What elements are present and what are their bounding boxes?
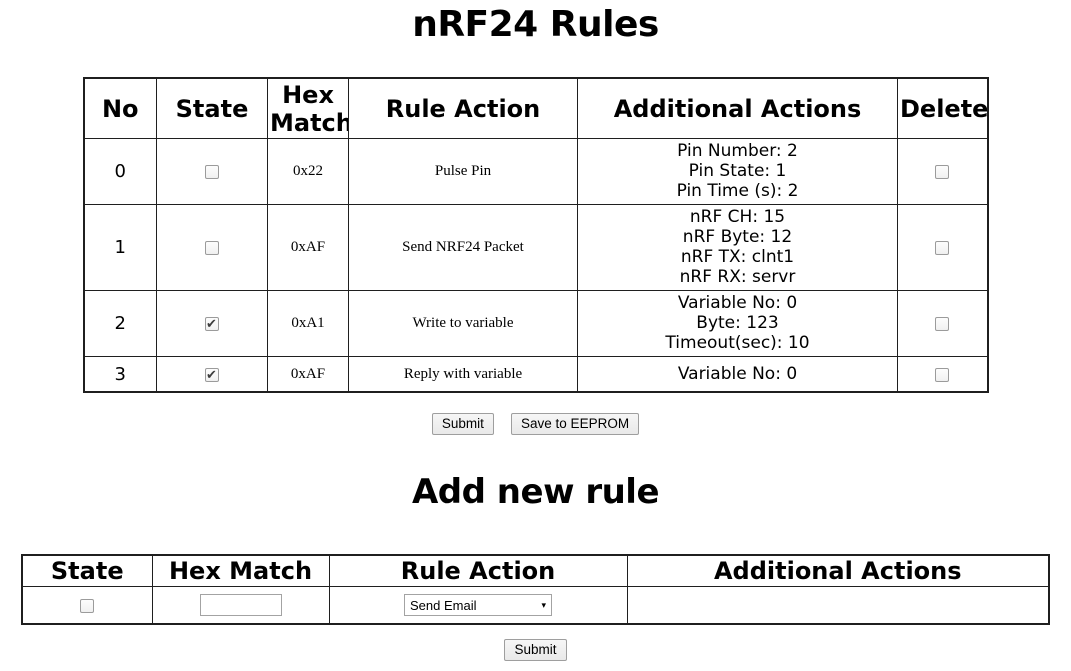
state-checkbox[interactable]: [205, 241, 219, 256]
additional-action-line: Pin Number: 2: [677, 140, 798, 161]
add-rule-table: State Hex Match Rule Action Additional A…: [21, 554, 1050, 625]
additional-action-line: Pin State: 1: [688, 160, 787, 181]
rule-no: 0: [83, 137, 157, 205]
state-checkbox[interactable]: [205, 316, 219, 332]
rule-no: 3: [83, 355, 157, 393]
add-hex-cell: [151, 586, 330, 625]
add-header-state: State: [21, 554, 153, 588]
delete-cell: [897, 137, 988, 205]
add-rule-row: Send Email ▾: [21, 586, 1050, 625]
hex-match-input[interactable]: [199, 594, 282, 617]
state-cell: [156, 137, 268, 205]
state-cell: [156, 289, 268, 357]
additional-action-line: nRF RX: servr: [679, 266, 796, 287]
add-rule-title: Add new rule: [411, 472, 660, 513]
delete-checkbox[interactable]: [935, 241, 950, 256]
rule-row: 3 0xAF Reply with variable Variable No: …: [83, 355, 988, 393]
delete-checkbox[interactable]: [935, 368, 950, 383]
additional-action-line: nRF CH: 15: [689, 206, 786, 227]
rule-action: Send NRF24 Packet: [348, 203, 578, 291]
delete-cell: [897, 289, 988, 357]
delete-cell: [897, 355, 988, 393]
rules-header-additional-actions: Additional Actions: [577, 77, 898, 139]
additional-actions: Variable No: 0: [577, 355, 898, 393]
add-header-hex-match: Hex Match: [151, 554, 330, 588]
state-checkbox[interactable]: [205, 165, 219, 180]
add-action-cell: Send Email ▾: [328, 586, 628, 625]
hex-match: 0xAF: [267, 203, 349, 291]
add-submit-button[interactable]: Submit: [504, 638, 567, 661]
additional-action-line: Byte: 123: [696, 312, 779, 333]
add-state-checkbox[interactable]: [80, 599, 95, 614]
rule-no: 1: [83, 203, 157, 291]
rule-action: Write to variable: [348, 289, 578, 357]
rule-action: Pulse Pin: [348, 137, 578, 205]
additional-action-line: Pin Time (s): 2: [676, 180, 799, 201]
rules-header-state: State: [156, 77, 268, 139]
add-rule-actions: Submit: [0, 638, 1071, 671]
hex-match: 0xAF: [267, 355, 349, 393]
rules-header-delete: Delete: [897, 77, 988, 139]
submit-button[interactable]: Submit: [431, 413, 494, 436]
additional-action-line: nRF TX: clnt1: [680, 246, 795, 267]
additional-action-line: nRF Byte: 12: [682, 226, 793, 247]
chevron-down-icon: ▾: [541, 599, 546, 610]
additional-action-line: Variable No: 0: [677, 292, 798, 313]
delete-checkbox[interactable]: [935, 165, 950, 180]
additional-action-line: Timeout(sec): 10: [665, 332, 810, 353]
rule-action: Reply with variable: [348, 355, 578, 393]
state-cell: [156, 355, 268, 393]
add-header-additional-actions: Additional Actions: [626, 554, 1050, 588]
rule-action-selected-label: Send Email: [410, 597, 477, 613]
rules-actions: Submit Save to EEPROM: [0, 413, 1071, 436]
rule-action-select[interactable]: Send Email ▾: [404, 594, 552, 617]
rules-table: No State Hex Match Rule Action Additiona…: [82, 77, 989, 394]
save-eeprom-button[interactable]: Save to EEPROM: [511, 413, 640, 436]
hex-match: 0x22: [267, 137, 349, 205]
rules-header-hex-match: Hex Match: [267, 77, 349, 139]
page-title: nRF24 Rules: [412, 4, 659, 45]
state-checkbox[interactable]: [205, 367, 219, 383]
additional-action-line: Variable No: 0: [677, 363, 798, 384]
delete-checkbox[interactable]: [935, 317, 950, 332]
add-additional-cell: [626, 586, 1050, 625]
rule-no: 2: [83, 289, 157, 357]
rules-header-no: No: [83, 77, 157, 139]
add-state-cell: [21, 586, 153, 625]
hex-match: 0xA1: [267, 289, 349, 357]
delete-cell: [897, 203, 988, 291]
add-header-rule-action: Rule Action: [328, 554, 628, 588]
state-cell: [156, 203, 268, 291]
add-table-header-row: State Hex Match Rule Action Additional A…: [21, 554, 1050, 588]
rules-table-header-row: No State Hex Match Rule Action Additiona…: [83, 77, 988, 139]
rules-header-rule-action: Rule Action: [348, 77, 578, 139]
